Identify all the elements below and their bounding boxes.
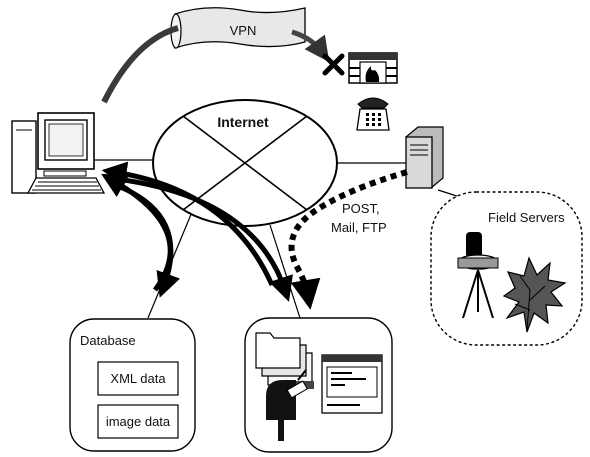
x-mark-icon — [322, 53, 345, 76]
telephone-icon — [356, 97, 390, 131]
vpn-tunnel: VPN — [170, 7, 306, 49]
pc-to-storage-arrow — [123, 177, 293, 302]
post-mail-ftp-arrow — [288, 169, 408, 310]
database-box: Database XML data image data — [69, 318, 196, 452]
internet-cloud: Internet — [152, 99, 338, 227]
desktop-computer-icon — [11, 112, 106, 194]
firewall-icon — [348, 52, 398, 84]
protocols-label-line1: POST, — [342, 201, 380, 216]
xml-data-label: XML data — [110, 371, 166, 386]
database-label: Database — [80, 333, 136, 348]
xml-data-box — [97, 361, 179, 396]
vpn-arrow-left — [101, 25, 179, 104]
server-tower-icon — [405, 126, 444, 189]
plant-icon — [502, 256, 567, 333]
internet-label: Internet — [217, 114, 269, 130]
vpn-label: VPN — [230, 23, 257, 38]
services-box — [244, 317, 393, 453]
pc-to-database-arrow — [117, 183, 181, 298]
image-data-label: image data — [106, 414, 171, 429]
camera-on-tripod-icon — [457, 232, 499, 319]
field-servers-label: Field Servers — [488, 210, 565, 225]
protocols-label-line2: Mail, FTP — [331, 220, 387, 235]
vpn-arrow-right — [291, 29, 330, 63]
field-servers-box: Field Servers — [430, 191, 583, 346]
folder-stack-icon — [255, 332, 314, 389]
mailbox-icon — [266, 369, 308, 441]
web-page-icon — [321, 354, 383, 414]
image-data-box — [97, 404, 179, 439]
